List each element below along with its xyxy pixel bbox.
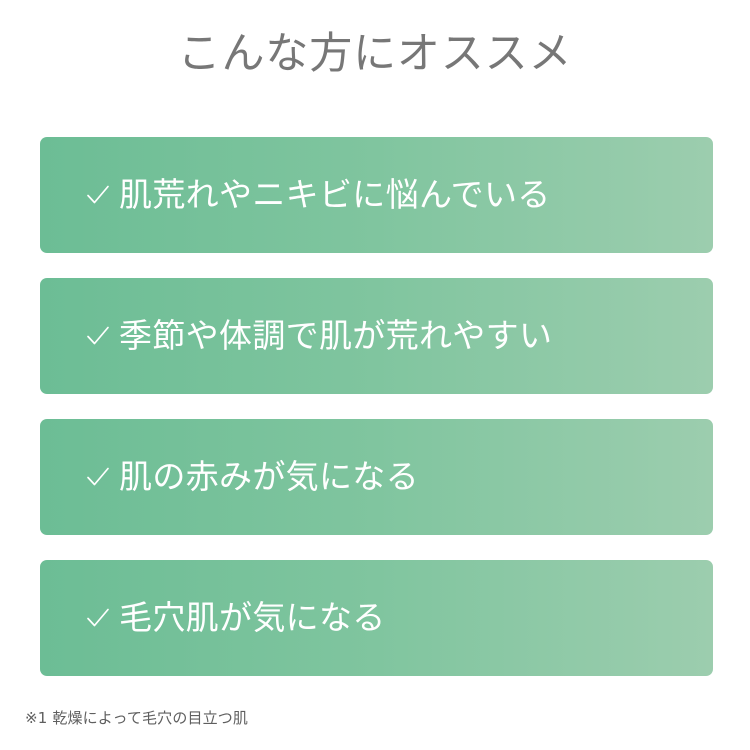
check-icon <box>85 323 111 349</box>
recommendation-card-label: 毛穴肌が気になる <box>119 598 386 637</box>
recommendation-card-label: 季節や体調で肌が荒れやすい <box>119 316 553 355</box>
check-icon <box>85 464 111 490</box>
check-icon <box>85 605 111 631</box>
recommendation-card-label: 肌の赤みが気になる <box>119 457 419 496</box>
recommendation-card: 毛穴肌が気になる <box>40 560 713 676</box>
recommendation-card-list: 肌荒れやニキビに悩んでいる 季節や体調で肌が荒れやすい 肌の赤みが気になる <box>40 137 713 676</box>
check-icon <box>85 182 111 208</box>
recommendation-card-label: 肌荒れやニキビに悩んでいる <box>119 175 551 214</box>
recommendation-card: 肌の赤みが気になる <box>40 419 713 535</box>
recommendation-card: 肌荒れやニキビに悩んでいる <box>40 137 713 253</box>
recommendation-card: 季節や体調で肌が荒れやすい <box>40 278 713 394</box>
footnote-text: ※1 乾燥によって毛穴の目立つ肌 <box>25 709 249 727</box>
page-title: こんな方にオススメ <box>177 29 573 79</box>
